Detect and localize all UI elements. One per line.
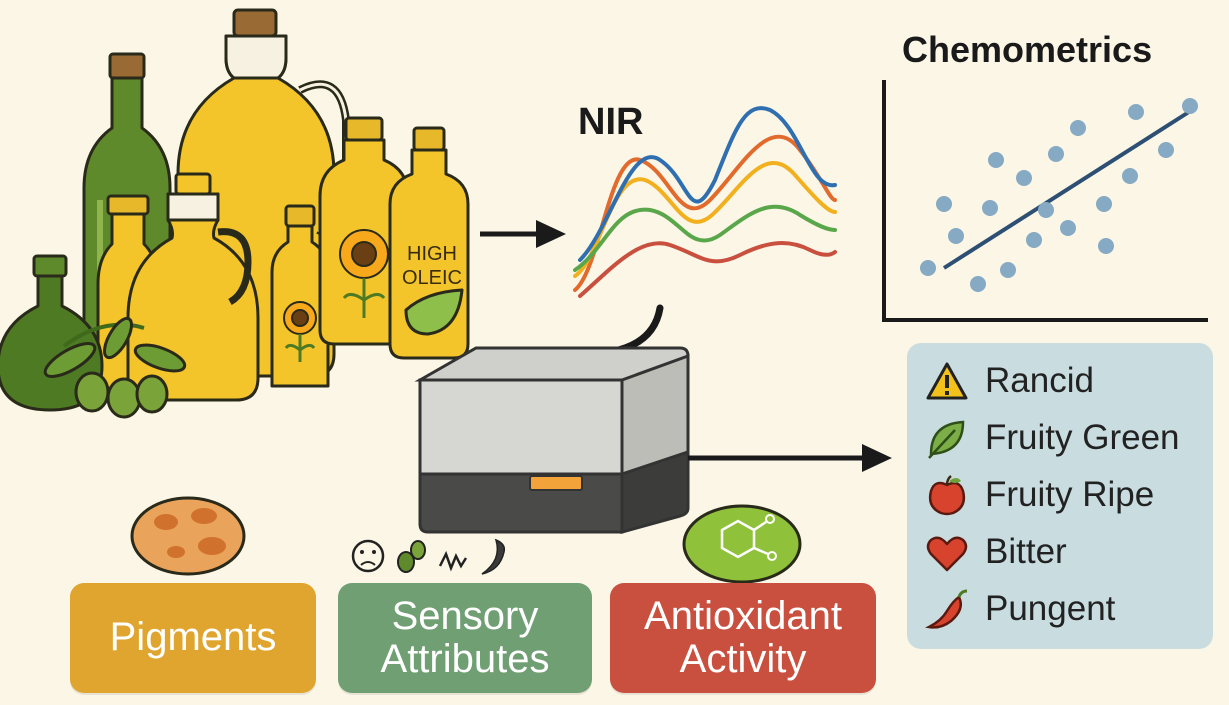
pigments-label: Pigments: [109, 615, 277, 660]
spectrum-line-green: [573, 204, 837, 272]
chili-pepper-icon: [481, 538, 506, 575]
olive-oil-bottle-small: [0, 254, 104, 412]
pigments-label-box: Pigments: [70, 583, 316, 693]
chemometrics-scatter-plot: [882, 80, 1208, 322]
sensory-label-line1: Sensory: [391, 593, 539, 638]
scatter-point: [936, 196, 952, 212]
scatter-point: [1098, 238, 1114, 254]
apple-icon: [928, 475, 966, 516]
scatter-point: [970, 276, 986, 292]
attribute-item-fruity-ripe: Fruity Ripe: [925, 469, 1154, 521]
attribute-item-rancid: Rancid: [925, 355, 1094, 407]
high-oleic-oil-bottle: HIGH OLEIC: [388, 126, 470, 360]
oil-bottles-illustration: HIGH OLEIC: [0, 8, 470, 419]
scatter-point: [1048, 146, 1064, 162]
sensory-attribute-panel: Rancid Fruity Green Fruity Ripe Bitter P…: [907, 343, 1213, 649]
nir-label: NIR: [578, 101, 643, 143]
bottle-label-high: HIGH: [407, 243, 457, 265]
chili-pepper-icon: [925, 589, 968, 629]
regression-line: [942, 108, 1194, 270]
zigzag-taste-icon: [438, 550, 468, 572]
antioxidant-activity-label-box: Antioxidant Activity: [610, 583, 876, 693]
attribute-label: Fruity Ripe: [985, 475, 1155, 514]
scatter-point: [1158, 142, 1174, 158]
sensory-icons: [351, 538, 506, 575]
antioxidant-label-line1: Antioxidant: [644, 593, 842, 638]
olives-cluster: [43, 316, 187, 419]
scatter-point: [920, 260, 936, 276]
scatter-point: [1128, 104, 1144, 120]
scatter-point: [988, 152, 1004, 168]
scatter-point: [982, 200, 998, 216]
bottle-label-oleic: OLEIC: [402, 267, 462, 289]
attribute-label: Bitter: [985, 532, 1067, 571]
attribute-item-pungent: Pungent: [925, 583, 1115, 635]
attribute-label: Fruity Green: [985, 418, 1180, 457]
pigment-cell-icon: [130, 496, 246, 576]
attribute-label: Pungent: [985, 589, 1116, 628]
scatter-point: [1038, 202, 1054, 218]
heart-icon: [926, 536, 968, 572]
attribute-item-fruity-green: Fruity Green: [925, 412, 1180, 464]
spectrum-line-red: [578, 241, 837, 298]
scatter-point: [1070, 120, 1086, 136]
antioxidant-label-line2: Activity: [679, 637, 807, 681]
sensory-label-line2: Attributes: [380, 637, 550, 681]
nir-spectrometer-device: [414, 304, 690, 535]
nir-spectra: [573, 106, 837, 298]
scatter-points: [920, 98, 1198, 292]
sad-face-icon: [351, 539, 385, 573]
attribute-item-bitter: Bitter: [925, 526, 1067, 578]
warning-icon: [926, 362, 968, 400]
scatter-point: [1096, 196, 1112, 212]
leaf-icon: [928, 420, 965, 459]
scatter-point: [1182, 98, 1198, 114]
chemometrics-label: Chemometrics: [902, 29, 1152, 70]
scatter-point: [1026, 232, 1042, 248]
scatter-point: [1060, 220, 1076, 236]
arrow-to-nir: [480, 220, 566, 248]
sunflower-oil-bottle-small: [270, 204, 330, 388]
scatter-point: [948, 228, 964, 244]
sensory-attributes-label-box: Sensory Attributes: [338, 583, 592, 693]
attribute-label: Rancid: [985, 361, 1094, 400]
scatter-point: [1122, 168, 1138, 184]
scatter-point: [1016, 170, 1032, 186]
arrow-to-attributes: [688, 444, 892, 472]
scatter-point: [1000, 262, 1016, 278]
device-indicator-light: [529, 475, 583, 491]
spectrum-line-blue: [578, 106, 837, 262]
molecule-icon: [682, 504, 802, 584]
olive-icon: [397, 540, 426, 573]
